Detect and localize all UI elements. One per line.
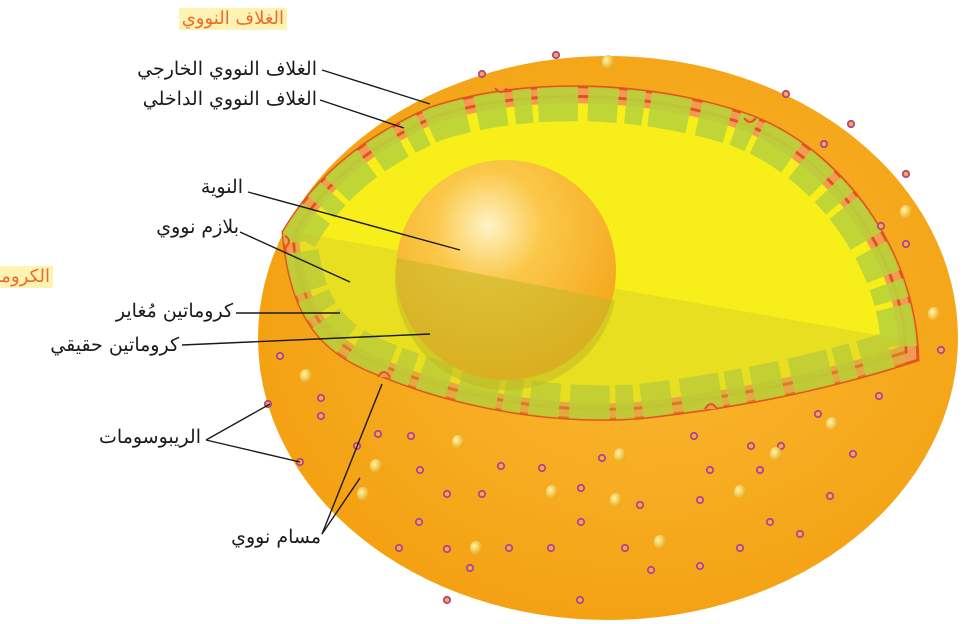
vesicle <box>357 487 369 501</box>
vesicle <box>770 447 782 461</box>
ribosome <box>578 519 584 525</box>
ribosome <box>444 597 450 603</box>
ribosome <box>697 563 703 569</box>
ribosome <box>767 519 773 525</box>
ribosome <box>850 451 856 457</box>
ribosome <box>277 353 283 359</box>
ribosome <box>539 465 545 471</box>
ribosome <box>691 433 697 439</box>
ribosome <box>903 241 909 247</box>
vesicle <box>614 448 626 462</box>
ribosome <box>622 545 628 551</box>
ribosome <box>479 71 485 77</box>
label-heterochromatin: كروماتين مُغاير <box>116 300 233 323</box>
ribosome <box>938 347 944 353</box>
ribosome <box>375 431 381 437</box>
header-chromatin: الكروماتين <box>0 266 53 288</box>
vesicle <box>370 459 382 473</box>
ribosome <box>637 502 643 508</box>
label-euchromatin: كروماتين حقيقي <box>50 334 179 357</box>
ribosome <box>599 455 605 461</box>
ribosome <box>396 545 402 551</box>
vesicle <box>654 535 666 549</box>
label-nucleoplasm: بلازم نووي <box>156 216 239 239</box>
ribosome <box>318 413 324 419</box>
ribosome <box>498 463 504 469</box>
ribosome <box>444 491 450 497</box>
label-inner-envelope: الغلاف النووي الداخلي <box>143 88 317 111</box>
vesicle <box>452 435 464 449</box>
vesicle <box>300 369 312 383</box>
ribosome <box>827 493 833 499</box>
ribosome <box>757 467 763 473</box>
ribosome <box>697 497 703 503</box>
ribosome <box>444 546 450 552</box>
ribosome <box>878 223 884 229</box>
ribosome <box>783 91 789 97</box>
ribosome <box>548 545 554 551</box>
vesicle <box>610 493 622 507</box>
header-nuclear-envelope: الغلاف النووي <box>179 8 287 30</box>
ribosome <box>737 545 743 551</box>
ribosome <box>707 467 713 473</box>
ribosome <box>479 491 485 497</box>
label-nucleolus: النوية <box>201 176 243 199</box>
ribosome <box>506 545 512 551</box>
vesicle <box>734 485 746 499</box>
ribosome <box>553 52 559 58</box>
ribosome <box>797 531 803 537</box>
ribosome <box>903 171 909 177</box>
ribosome <box>821 141 827 147</box>
vesicle <box>928 307 940 321</box>
ribosome <box>417 467 423 473</box>
label-nuclear-pore: مسام نووي <box>231 526 321 549</box>
ribosome <box>848 121 854 127</box>
ribosome <box>416 519 422 525</box>
ribosome <box>318 395 324 401</box>
vesicle <box>900 205 912 219</box>
ribosome <box>578 485 584 491</box>
vesicle <box>470 541 482 555</box>
label-ribosomes: الريبوسومات <box>99 426 201 449</box>
vesicle <box>826 417 838 431</box>
ribosome <box>467 565 473 571</box>
ribosome <box>408 433 414 439</box>
label-outer-envelope: الغلاف النووي الخارجي <box>137 58 317 81</box>
ribosome <box>648 567 654 573</box>
vesicle <box>546 485 558 499</box>
ribosome <box>748 443 754 449</box>
ribosome <box>815 411 821 417</box>
ribosome <box>577 597 583 603</box>
ribosome <box>876 393 882 399</box>
vesicle <box>602 55 614 69</box>
